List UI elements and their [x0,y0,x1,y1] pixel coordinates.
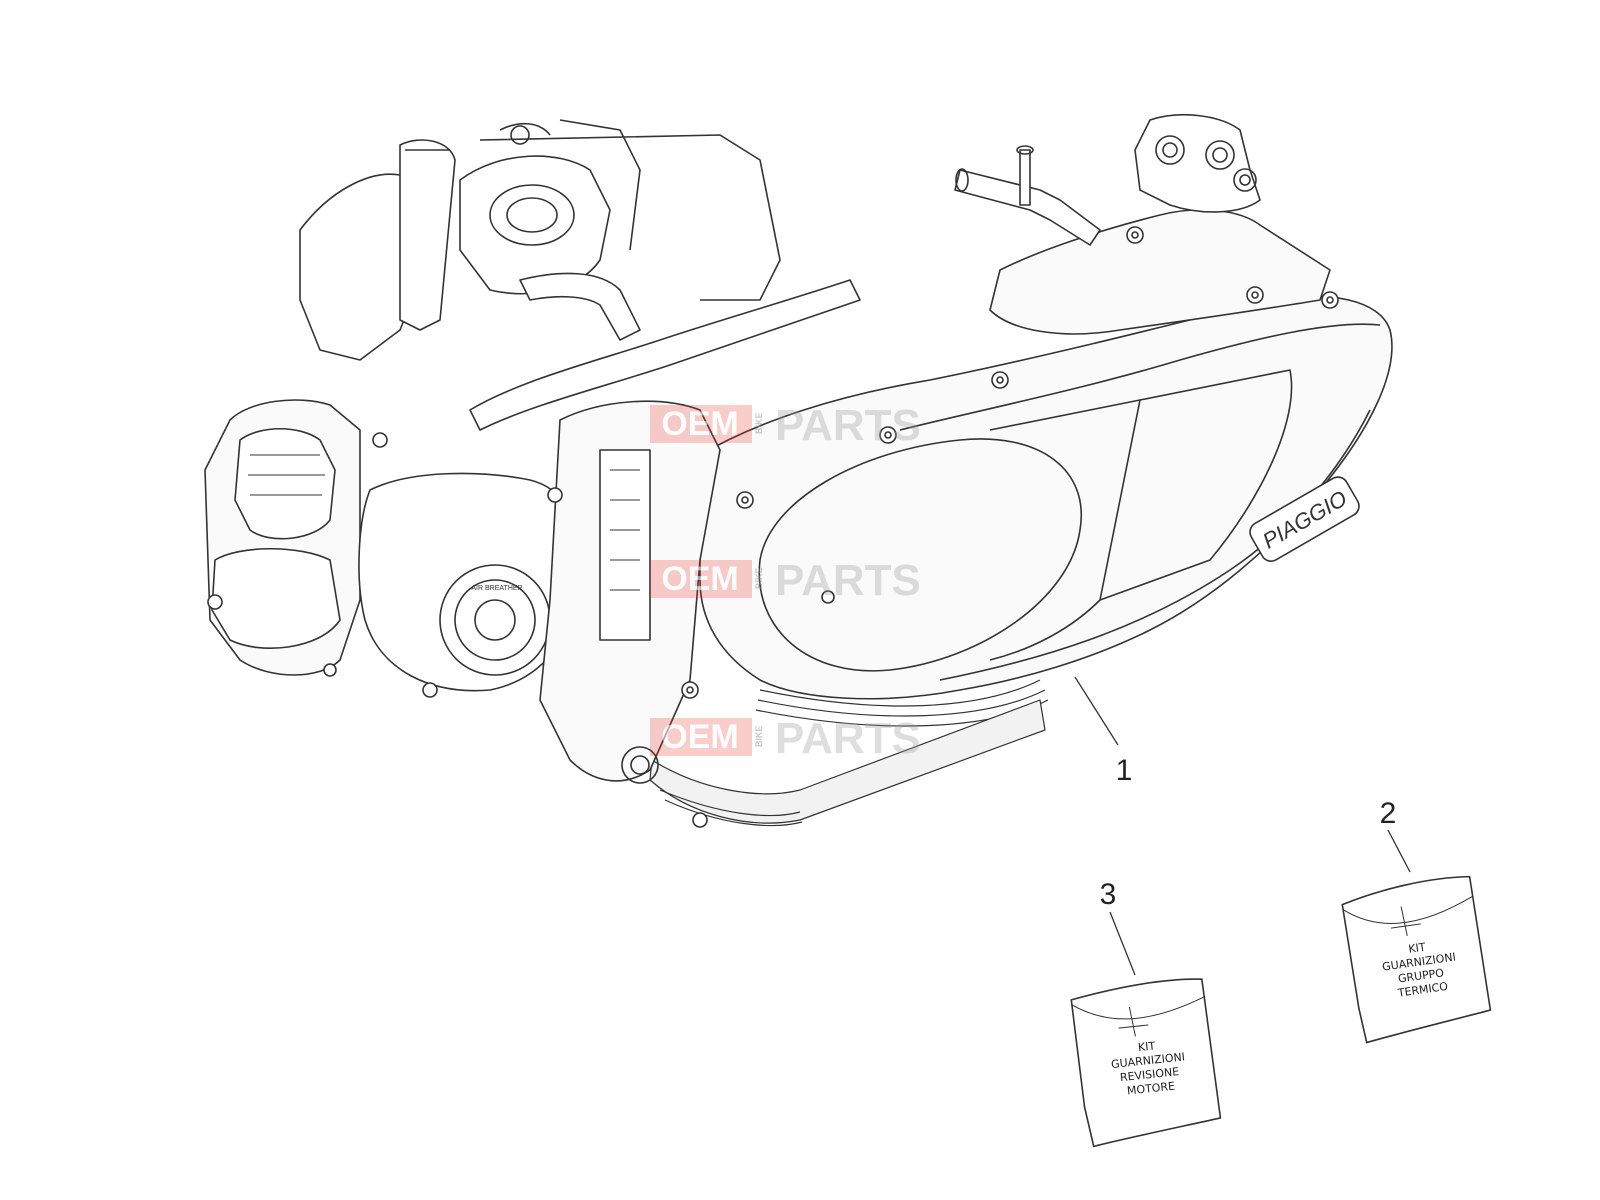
breather-pipe [954,169,1101,246]
gasket-kit-2[interactable]: KIT GUARNIZIONI GRUPPO TERMICO [1341,874,1493,1044]
cooling-fins [649,679,1049,827]
callout-2-number: 2 [1380,797,1397,830]
callout-2-leader [1387,829,1411,873]
watermark-top: OEM BIKE PARTS [650,401,921,450]
kit-3-bag [1070,978,1222,1148]
cvt-cover-facet-2 [1099,369,1293,601]
rear-hinge-block [1134,114,1261,213]
kit-3-line-1: KIT [1137,1039,1156,1054]
kit-2-line-1: KIT [1408,940,1427,955]
air-hose [399,139,456,331]
frame-rail-mid [559,119,641,251]
kit-2-bag [1341,875,1492,1044]
throttle-body [459,155,611,295]
valve-cover [234,427,336,540]
cvt-cover-ridge [899,323,1381,431]
svg-text:BIKE: BIKE [754,412,764,434]
callout-2[interactable]: 2 [1380,797,1411,873]
head-lower-cover [211,547,341,649]
callout-1-leader [1074,676,1119,746]
watermark-group: OEM BIKE PARTS OEM BIKE PARTS OEM BIKE P… [650,401,921,763]
svg-text:PARTS: PARTS [775,714,921,763]
frame-rail-upper [479,134,781,301]
callout-1-number: 1 [1116,754,1133,787]
coolant-hose [469,279,861,431]
gasket-kit-3[interactable]: KIT GUARNIZIONI REVISIONE MOTORE [1070,977,1222,1148]
svg-text:OEM: OEM [661,560,738,598]
svg-text:OEM: OEM [661,405,738,443]
cvt-cover-lower-ridge [939,409,1371,681]
cover-bolts [207,226,1339,828]
kit-3-line-3: REVISIONE [1119,1065,1180,1084]
callout-3[interactable]: 3 [1100,878,1136,976]
callout-1[interactable]: 1 [1074,676,1133,787]
air-breather-decal: AIR BREATHER [471,585,522,592]
svg-text:PARTS: PARTS [775,401,921,450]
kit-3-line-4: MOTORE [1126,1080,1175,1098]
svg-text:PARTS: PARTS [775,556,921,605]
svg-text:OEM: OEM [661,718,738,756]
coolant-hose-2 [519,272,641,341]
rear-mount-bracket [989,209,1331,335]
svg-text:BIKE: BIKE [754,567,764,589]
intake-manifold [299,173,431,361]
callout-3-number: 3 [1100,878,1117,911]
watermark-bottom: OEM BIKE PARTS [650,714,921,763]
svg-text:BIKE: BIKE [754,725,764,747]
kit-2-line-3: GRUPPO [1397,966,1445,985]
cvt-cover-inner-oval [758,438,1083,672]
callout-3-leader [1109,911,1136,976]
watermark-middle: OEM BIKE PARTS [650,556,921,605]
